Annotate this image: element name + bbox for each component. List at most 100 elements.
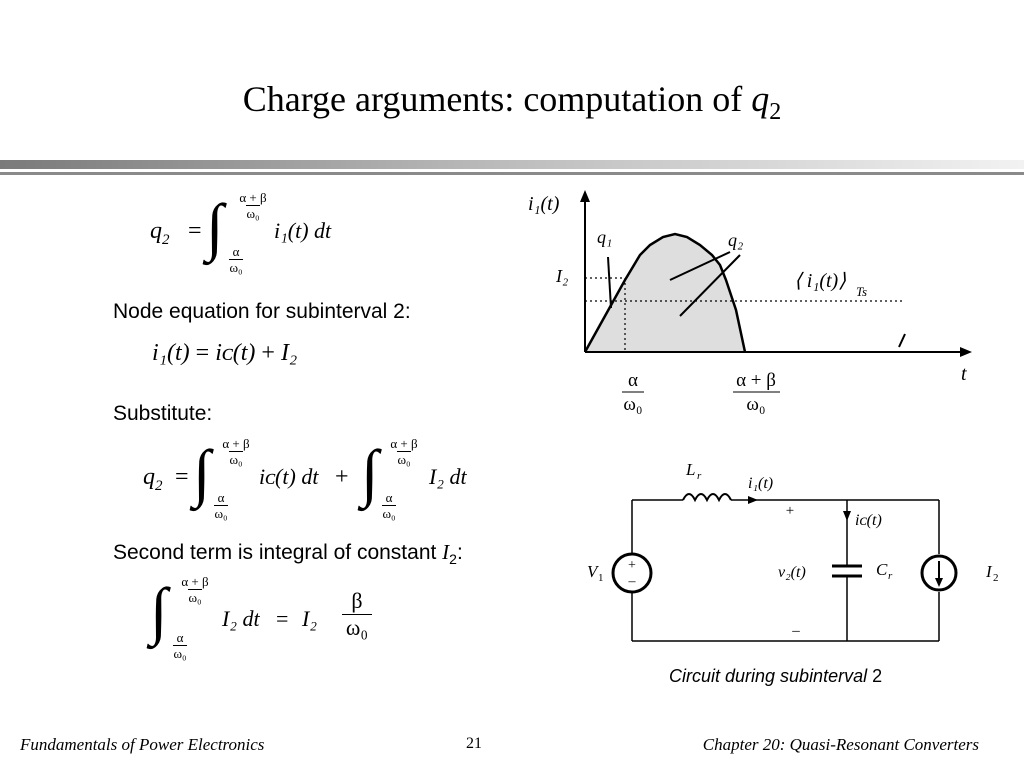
eq3-lower-den-1: ω₀ (214, 505, 228, 521)
eq3-upper-den-1: ω₀ (229, 451, 243, 467)
eq1-equals: = (188, 218, 202, 244)
page-title: Charge arguments: computation of q2 (0, 78, 1024, 126)
q2-pointer-1 (669, 251, 731, 281)
Lr-label-sub: r (697, 470, 702, 482)
q1-pointer (607, 256, 612, 309)
eq1-q-sub: 2 (162, 231, 170, 248)
eq3-integrand-2: I₂ dt (429, 464, 467, 489)
voltage-source-V1 (611, 552, 653, 594)
caption-num: 2 (872, 666, 883, 686)
eq3-q-sub: 2 (155, 477, 163, 494)
eq4-frac-num: β (351, 588, 363, 613)
eq1-upper-num: α + β (239, 190, 267, 205)
waveform-graph: i₁(t) t q₁ q₂ I₂ ⟨ i₁(t)⟩ Ts α ω₀ α + β … (528, 190, 972, 415)
Lr-label: L (685, 460, 695, 479)
second-term-colon: : (456, 541, 463, 564)
footer-chapter: Chapter 20: Quasi-Resonant Converters (702, 735, 979, 754)
eq4-upper-den: ω₀ (188, 589, 202, 605)
second-term-var: I (442, 540, 450, 564)
tick1-num: α (628, 370, 638, 391)
eq2-plus: + (261, 340, 275, 366)
eq1-integrand: i₁(t) dt (274, 218, 332, 243)
charge-area (585, 234, 745, 352)
current-waveform (583, 232, 747, 353)
current-source-arrow-head (935, 578, 943, 587)
V1-label-sub: 1 (598, 572, 604, 584)
circuit-caption: Circuit during subinterval 2 (669, 666, 882, 687)
Cr-label: C (876, 560, 888, 579)
eq1-integral-sign: ∫ (206, 191, 224, 262)
equation-node: i₁(t) = iᴄ(t) + I₂ (152, 340, 297, 367)
eq2-i1: i₁(t) (152, 340, 190, 366)
x-axis-label: t (961, 363, 967, 385)
eq1-lower-num: α (232, 244, 240, 259)
x-axis-arrow (960, 347, 972, 357)
average-label-sub: Ts (856, 284, 867, 299)
eq2-I2: I₂ (280, 340, 298, 366)
eq4-integral-sign: ∫ (150, 575, 168, 646)
q2-label: q₂ (728, 230, 743, 250)
V1-label: V (587, 562, 600, 581)
tick1-den: ω₀ (623, 394, 642, 415)
eq1-q: q (150, 218, 162, 244)
I2-circuit-label: I (985, 562, 993, 581)
footer-page-number: 21 (466, 735, 482, 752)
Cr-label-sub: r (888, 570, 893, 582)
eq3-upper-den-2: ω₀ (397, 451, 411, 467)
second-term-text: Second term is integral of constant (113, 541, 443, 564)
eq4-lower-den: ω₀ (173, 645, 187, 661)
I2-circuit-label-sub: 2 (993, 572, 999, 584)
i1-arrow (748, 496, 758, 504)
eq4-integrand: I₂ dt (222, 606, 260, 631)
second-term-sub: 2 (449, 551, 457, 568)
y-axis-arrow (580, 190, 590, 202)
caption-text: Circuit during subinterval (669, 666, 873, 686)
tick2-num: α + β (736, 370, 776, 391)
v1-source-minus: – (628, 574, 637, 589)
v2-plus: + (786, 503, 794, 519)
eq3-lower-den-2: ω₀ (382, 505, 396, 521)
eq3-lower-num-2: α (385, 490, 393, 505)
eq1-lower-den: ω₀ (229, 259, 243, 275)
substitute-label: Substitute: (113, 402, 213, 425)
eq4-lower-num: α (176, 630, 184, 645)
v2-label: v₂(t) (778, 564, 806, 581)
axis-break-mark (898, 333, 906, 348)
node-equation-label: Node equation for subinterval 2: (113, 300, 411, 323)
ic-label: iᴄ(t) (855, 512, 882, 529)
eq3-q: q (143, 464, 155, 490)
eq3-integral-sign-1: ∫ (193, 437, 211, 508)
eq4-upper-num: α + β (181, 574, 209, 589)
eq2-ic: iᴄ(t) (215, 340, 256, 366)
eq3-equals: = (175, 464, 189, 490)
title-rule (0, 160, 1024, 175)
eq3-lower-num-1: α (217, 490, 225, 505)
average-label: ⟨ i₁(t)⟩ (794, 270, 846, 292)
i1-label: i₁(t) (748, 475, 773, 492)
q1-label: q₁ (597, 227, 612, 247)
eq3-plus: + (335, 464, 349, 490)
ic-arrow (843, 511, 851, 521)
title-var: q (751, 79, 770, 119)
tick2-den: ω₀ (746, 394, 765, 415)
eq2-equals: = (195, 340, 210, 366)
inductor-Lr (682, 493, 732, 503)
eq4-I2: I₂ (302, 606, 317, 631)
title-text: Charge arguments: computation of (242, 79, 752, 119)
eq3-upper-num-1: α + β (222, 436, 250, 451)
I2-label: I₂ (555, 266, 568, 286)
footer-book-title: Fundamentals of Power Electronics (20, 735, 265, 754)
eq4-frac-den: ω₀ (342, 614, 372, 641)
eq3-integral-sign-2: ∫ (361, 437, 379, 508)
